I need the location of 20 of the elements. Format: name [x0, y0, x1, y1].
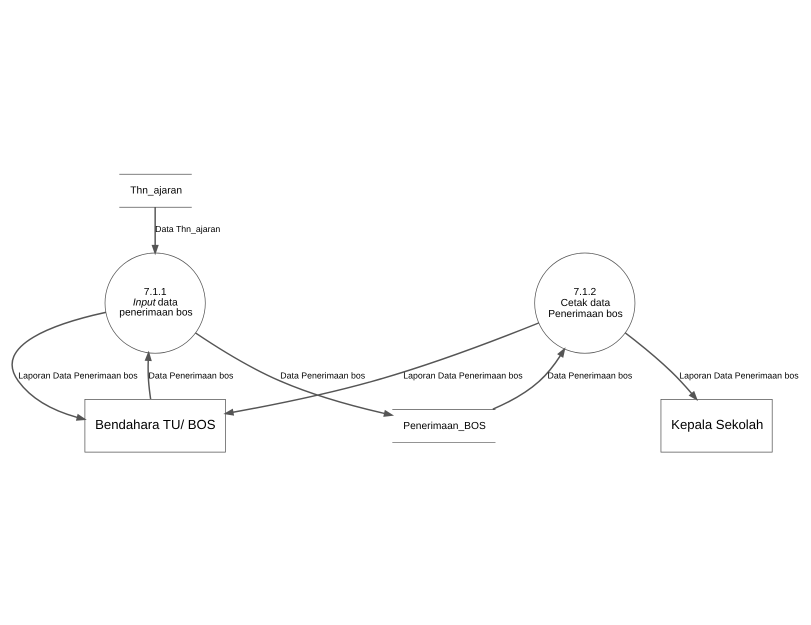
edge-label: Data Penerimaan bos: [547, 370, 632, 380]
edge-label: Data Penerimaan bos: [280, 370, 366, 380]
node-circle: 7.1.2 Cetak data Penerimaan bos: [534, 252, 636, 354]
edge-label: Laporan Data Penerimaan bos: [403, 370, 523, 380]
arrow: [152, 206, 159, 255]
node-box: Bendahara TU/ BOS: [84, 398, 226, 452]
arrow: [492, 346, 566, 410]
edge-label: Laporan Data Penerimaan bos: [679, 370, 799, 380]
arrow: [223, 322, 539, 416]
node-text: Thn_ajaran: [130, 184, 182, 196]
edge-label: Data Thn_ajaran: [155, 224, 220, 234]
node-box: Kepala Sekolah: [660, 398, 773, 452]
node-text: Penerimaan_BOS: [403, 420, 486, 432]
arrow: [144, 350, 152, 399]
node-circle: 7.1.1 Input data penerimaan bos: [104, 252, 206, 354]
edge-label: Data Penerimaan bos: [148, 370, 234, 380]
arrow: [195, 332, 394, 416]
arrow: [624, 332, 698, 401]
edge-label: Laporan Data Penerimaan bos: [18, 370, 138, 380]
arrow: [11, 311, 106, 420]
